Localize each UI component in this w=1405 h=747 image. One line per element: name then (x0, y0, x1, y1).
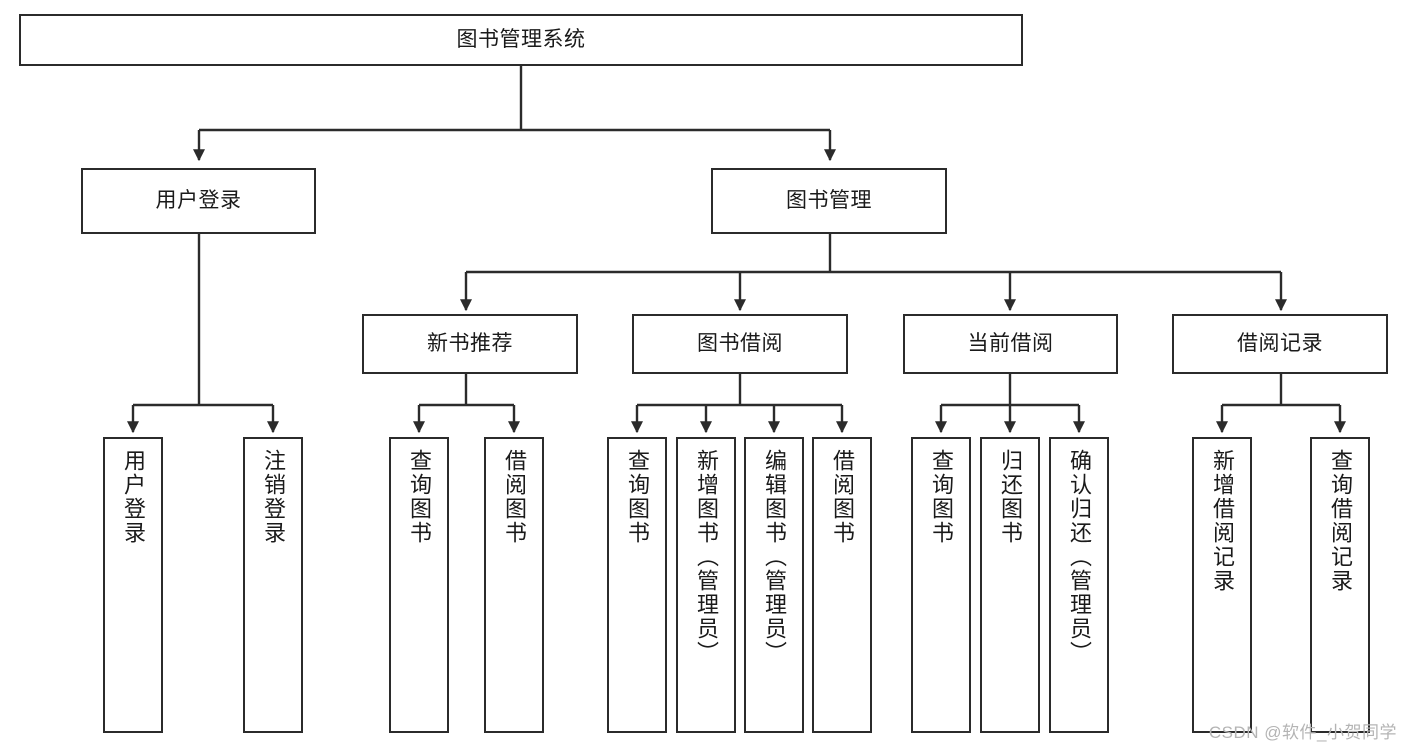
node-book-manage[interactable]: 图书管理 (711, 168, 947, 234)
csdn-watermark: CSDN @软件_小贺同学 (1208, 723, 1397, 742)
node-borrow-record-label: 借阅记录 (1237, 331, 1323, 355)
leaf-query-book-2[interactable]: 查询图书 (607, 437, 667, 733)
leaf-add-book[interactable]: 新增图书（管理员） (676, 437, 736, 733)
node-new-book[interactable]: 新书推荐 (362, 314, 578, 374)
leaf-query-record[interactable]: 查询借阅记录 (1310, 437, 1370, 733)
node-book-manage-label: 图书管理 (786, 188, 872, 212)
leaf-query-record-label: 查询借阅记录 (1328, 449, 1353, 593)
leaf-confirm-return[interactable]: 确认归还（管理员） (1049, 437, 1109, 733)
node-borrow-record[interactable]: 借阅记录 (1172, 314, 1388, 374)
leaf-borrow-book-1-label: 借阅图书 (502, 449, 527, 545)
node-user-login-label: 用户登录 (155, 188, 242, 212)
leaf-edit-book-label: 编辑图书（管理员） (762, 449, 787, 665)
leaf-query-book-1-label: 查询图书 (407, 449, 432, 545)
node-root[interactable]: 图书管理系统 (19, 14, 1023, 66)
leaf-query-book-3-label: 查询图书 (929, 449, 954, 545)
leaf-borrow-book-1[interactable]: 借阅图书 (484, 437, 544, 733)
leaf-user-login[interactable]: 用户登录 (103, 437, 163, 733)
leaf-add-book-label: 新增图书（管理员） (694, 449, 719, 665)
node-book-borrow[interactable]: 图书借阅 (632, 314, 848, 374)
leaf-borrow-book-2[interactable]: 借阅图书 (812, 437, 872, 733)
node-new-book-label: 新书推荐 (427, 331, 513, 355)
node-root-label: 图书管理系统 (456, 27, 586, 51)
node-current-borrow[interactable]: 当前借阅 (903, 314, 1118, 374)
leaf-add-record-label: 新增借阅记录 (1210, 449, 1235, 593)
leaf-edit-book[interactable]: 编辑图书（管理员） (744, 437, 804, 733)
leaf-borrow-book-2-label: 借阅图书 (830, 449, 855, 545)
node-user-login[interactable]: 用户登录 (81, 168, 316, 234)
leaf-add-record[interactable]: 新增借阅记录 (1192, 437, 1252, 733)
node-current-borrow-label: 当前借阅 (967, 331, 1054, 355)
leaf-query-book-2-label: 查询图书 (625, 449, 650, 545)
leaf-confirm-return-label: 确认归还（管理员） (1067, 449, 1092, 665)
leaf-user-login-label: 用户登录 (121, 449, 146, 545)
leaf-query-book-3[interactable]: 查询图书 (911, 437, 971, 733)
leaf-logout-label: 注销登录 (261, 449, 286, 545)
leaf-logout[interactable]: 注销登录 (243, 437, 303, 733)
node-book-borrow-label: 图书借阅 (697, 331, 783, 355)
leaf-return-book-label: 归还图书 (998, 449, 1023, 545)
leaf-query-book-1[interactable]: 查询图书 (389, 437, 449, 733)
leaf-return-book[interactable]: 归还图书 (980, 437, 1040, 733)
